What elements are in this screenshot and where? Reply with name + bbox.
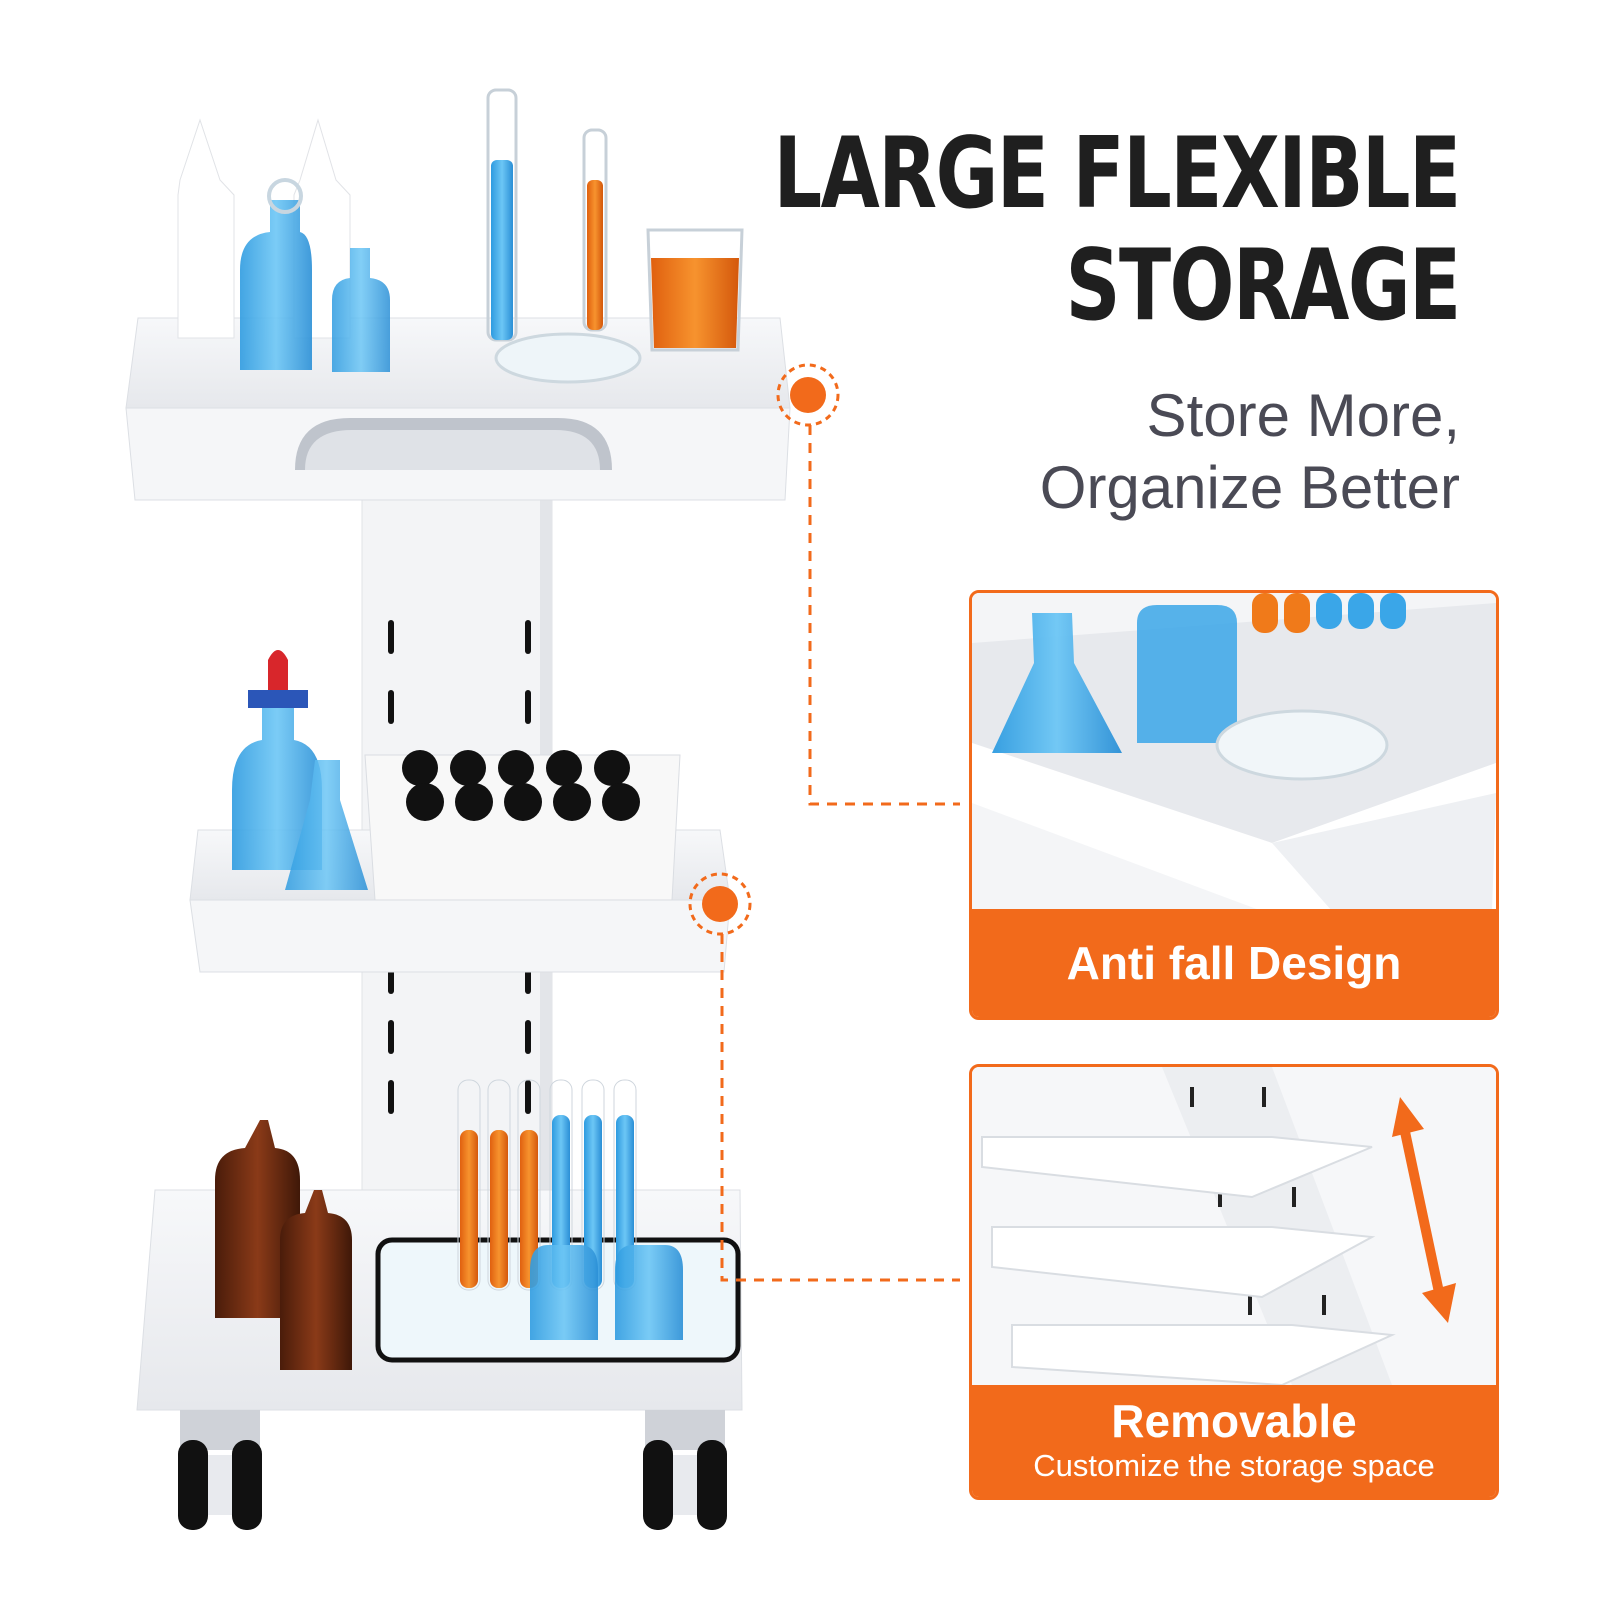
- headline-line-2: STORAGE: [1065, 229, 1462, 343]
- feature-card-removable: Removable Customize the storage space: [969, 1064, 1499, 1500]
- caster-wheel-right: [643, 1410, 727, 1530]
- callout-markers: [688, 363, 960, 1282]
- anti-fall-detail-photo: [972, 593, 1496, 911]
- anti-fall-label: Anti fall Design: [1066, 937, 1402, 989]
- top-shelf: [125, 88, 791, 501]
- product-photo-cart: [125, 88, 960, 1530]
- removable-label: Removable: [1111, 1395, 1357, 1447]
- up-down-arrow-icon: [1392, 1097, 1456, 1323]
- anti-fall-banner: Anti fall Design: [972, 909, 1496, 1017]
- subheadline-line-1: Store More,: [1146, 382, 1460, 449]
- subheadline-line-2: Organize Better: [1039, 454, 1460, 521]
- middle-shelf: [189, 650, 731, 973]
- caster-wheel-left: [178, 1410, 262, 1530]
- callout-dot-icon: [776, 363, 840, 427]
- subheadline: Store More, Organize Better: [1040, 380, 1460, 524]
- removable-caption: Customize the storage space: [1033, 1448, 1435, 1483]
- feature-card-anti-fall: Anti fall Design: [969, 590, 1499, 1020]
- removable-shelf-detail-photo: [972, 1067, 1496, 1385]
- headline: LARGE FLEXIBLE STORAGE: [773, 117, 1462, 343]
- removable-banner: Removable Customize the storage space: [972, 1385, 1496, 1497]
- bottom-shelf-items: [215, 1079, 741, 1370]
- headline-line-1: LARGE FLEXIBLE: [773, 117, 1462, 231]
- callout-dot-icon: [688, 872, 752, 936]
